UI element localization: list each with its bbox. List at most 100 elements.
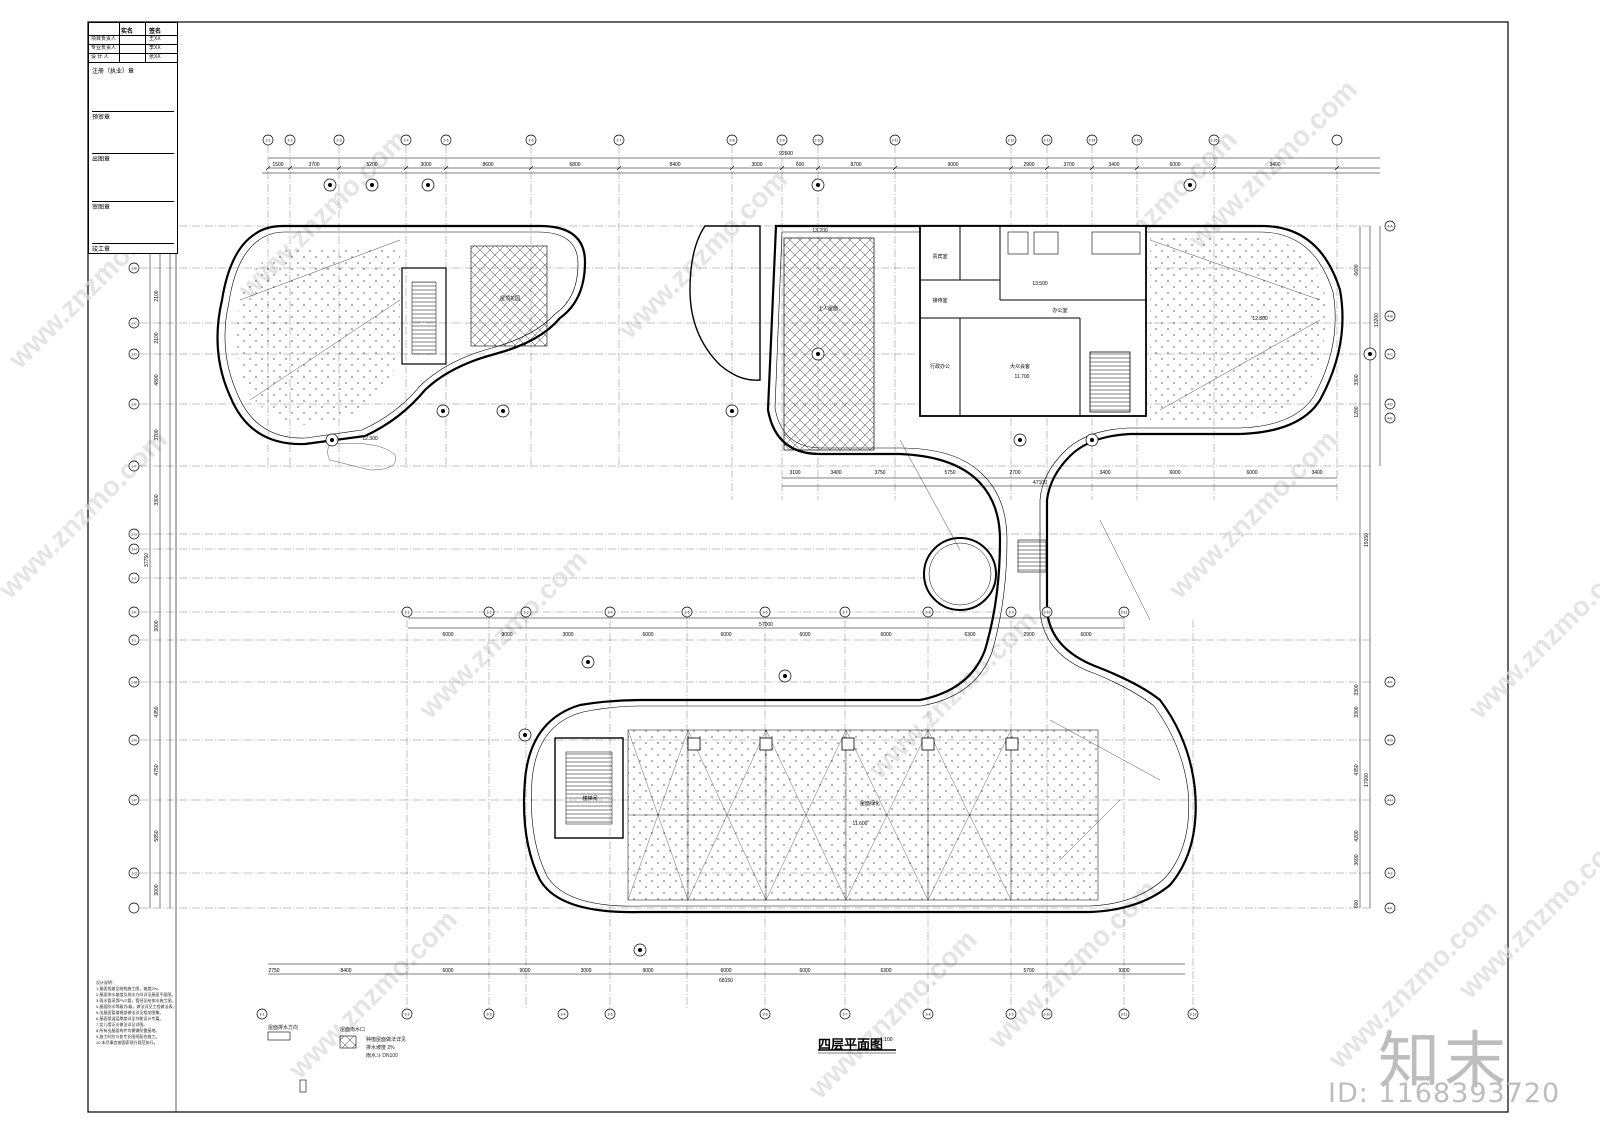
- svg-text:5700: 5700: [1023, 968, 1034, 974]
- svg-text:3-4: 3-4: [560, 1013, 565, 1017]
- legend-swatch-box: [267, 1031, 291, 1041]
- svg-text:1-E: 1-E: [131, 403, 137, 407]
- upper-right-building: [522, 224, 1344, 914]
- svg-text:6000: 6000: [642, 632, 653, 638]
- svg-text:2-11: 2-11: [892, 139, 899, 143]
- svg-text:3000: 3000: [580, 968, 591, 974]
- svg-text:3400: 3400: [1108, 162, 1119, 168]
- slope-lines: [239, 239, 1321, 861]
- svg-text:57000: 57000: [759, 622, 773, 628]
- svg-text:2-13: 2-13: [1043, 139, 1050, 143]
- svg-text:2100: 2100: [154, 290, 160, 301]
- svg-text:8400: 8400: [340, 968, 351, 974]
- svg-text:3-4: 3-4: [607, 611, 612, 615]
- svg-text:1-J: 1-J: [132, 577, 137, 581]
- drawing-scale: 1:100: [880, 1037, 893, 1043]
- svg-text:6800: 6800: [569, 162, 580, 168]
- svg-text:屋面绿化: 屋面绿化: [860, 800, 880, 807]
- svg-text:9300: 9300: [1118, 968, 1129, 974]
- svg-text:600: 600: [1354, 900, 1360, 909]
- svg-text:3400: 3400: [1311, 470, 1322, 476]
- watermark-text-10: www.znzmo.com: [1462, 544, 1600, 725]
- svg-text:8600: 8600: [482, 162, 493, 168]
- svg-text:3-12: 3-12: [1189, 1013, 1196, 1017]
- svg-text:11.700: 11.700: [1015, 374, 1030, 380]
- svg-text:9000: 9000: [519, 968, 530, 974]
- svg-text:3300: 3300: [1354, 706, 1360, 717]
- svg-text:3-9: 3-9: [1008, 611, 1013, 615]
- svg-text:3-2: 3-2: [486, 611, 491, 615]
- dim-text-right: 6600 13200 3300 1200 19150 3300 3300 435…: [1354, 264, 1380, 908]
- svg-text:3600: 3600: [1354, 854, 1360, 865]
- svg-text:3-6: 3-6: [762, 611, 767, 615]
- inner-frame: [175, 21, 1509, 1113]
- svg-text:2-8: 2-8: [729, 139, 734, 143]
- svg-text:行政办公: 行政办公: [930, 363, 950, 370]
- watermark-text-12: www.znzmo.com: [802, 924, 983, 1105]
- svg-text:2-9: 2-9: [779, 139, 784, 143]
- svg-text:3100: 3100: [789, 470, 800, 476]
- watermark-text-3: www.znzmo.com: [612, 164, 793, 345]
- svg-text:6000: 6000: [880, 632, 891, 638]
- notes-line: 2.屋面排水坡度及排水方向详见屋面平面图。: [96, 992, 176, 997]
- svg-text:3700: 3700: [154, 429, 160, 440]
- svg-text:6000: 6000: [720, 968, 731, 974]
- svg-text:2-15: 2-15: [1133, 139, 1140, 143]
- svg-text:1200: 1200: [1354, 406, 1360, 417]
- svg-text:9000: 9000: [642, 968, 653, 974]
- drain-markers: [323, 178, 1377, 957]
- svg-text:3-10: 3-10: [1043, 1013, 1050, 1017]
- svg-text:2900: 2900: [1023, 632, 1034, 638]
- svg-text:2-5: 2-5: [443, 139, 448, 143]
- seal-issue: 出图章: [92, 153, 174, 163]
- row-label: 专业负责人: [91, 45, 117, 51]
- svg-text:1500: 1500: [272, 162, 283, 168]
- svg-text:2-2: 2-2: [287, 139, 292, 143]
- svg-text:2-14: 2-14: [1088, 139, 1095, 143]
- svg-text:17000: 17000: [1364, 773, 1370, 787]
- svg-text:3000: 3000: [154, 884, 160, 895]
- svg-text:3400: 3400: [830, 470, 841, 476]
- svg-text:接待室: 接待室: [932, 297, 947, 304]
- svg-text:1-N: 1-N: [131, 739, 137, 743]
- design-notes: 设计说明： 1.屋面找坡见结构施工图，坡度2%。 2.屋面排水坡度及排水方向详见…: [96, 980, 256, 1046]
- svg-text:4350: 4350: [1354, 764, 1360, 775]
- notes-line: 3.雨水管采用PVC管，管径见给排水施工图。: [96, 998, 176, 1003]
- notes-line: 1.屋面找坡见结构施工图，坡度2%。: [96, 986, 162, 991]
- svg-text:6000: 6000: [442, 632, 453, 638]
- svg-text:12.300: 12.300: [362, 436, 378, 442]
- svg-text:4-E: 4-E: [1387, 417, 1393, 421]
- notes-line: 5.出屋面管道根部做法详见相关图集。: [96, 1010, 164, 1015]
- svg-text:1-F: 1-F: [131, 465, 136, 469]
- seal-review: 审图章: [92, 201, 174, 211]
- svg-text:11.600: 11.600: [853, 821, 868, 827]
- svg-text:4200: 4200: [1354, 830, 1360, 841]
- dimension-ticks: [265, 165, 1340, 171]
- svg-text:2-4: 2-4: [403, 139, 408, 143]
- title-block-row-1: 项目负责人 王XX: [89, 35, 177, 44]
- svg-text:1-B: 1-B: [131, 267, 137, 271]
- svg-text:3750: 3750: [874, 470, 885, 476]
- svg-text:2-10: 2-10: [814, 139, 821, 143]
- notes-line: 9.施工时应与各专业图纸配合施工。: [96, 1034, 160, 1039]
- svg-text:2700: 2700: [1009, 470, 1020, 476]
- legend-note-3: 雨水斗 DN100: [366, 1053, 398, 1059]
- svg-text:贵宾室: 贵宾室: [932, 253, 947, 260]
- title-block-row-2: 专业负责人 李XX: [89, 44, 177, 53]
- svg-text:3-2: 3-2: [404, 1013, 409, 1017]
- svg-text:屋顶花园: 屋顶花园: [500, 295, 520, 302]
- dim-text-upper-right-bottom: 47100 3100 3400 3750 5750 2700 3400 6000…: [789, 470, 1322, 486]
- svg-text:3-10: 3-10: [1043, 611, 1050, 615]
- watermark-text-6: www.znzmo.com: [0, 424, 173, 605]
- svg-text:3-7: 3-7: [842, 1013, 847, 1017]
- notes-line: 10.未尽事宜按国家现行规范执行。: [96, 1040, 158, 1045]
- legend-item-1: 屋面排水方向: [268, 1025, 299, 1031]
- svg-text:6000: 6000: [442, 968, 453, 974]
- svg-text:5850: 5850: [154, 830, 160, 841]
- upper-left-stair: [401, 267, 447, 365]
- svg-text:3-7: 3-7: [842, 611, 847, 615]
- svg-text:6000: 6000: [1246, 470, 1257, 476]
- svg-text:3700: 3700: [1063, 162, 1074, 168]
- svg-text:68150: 68150: [719, 978, 733, 984]
